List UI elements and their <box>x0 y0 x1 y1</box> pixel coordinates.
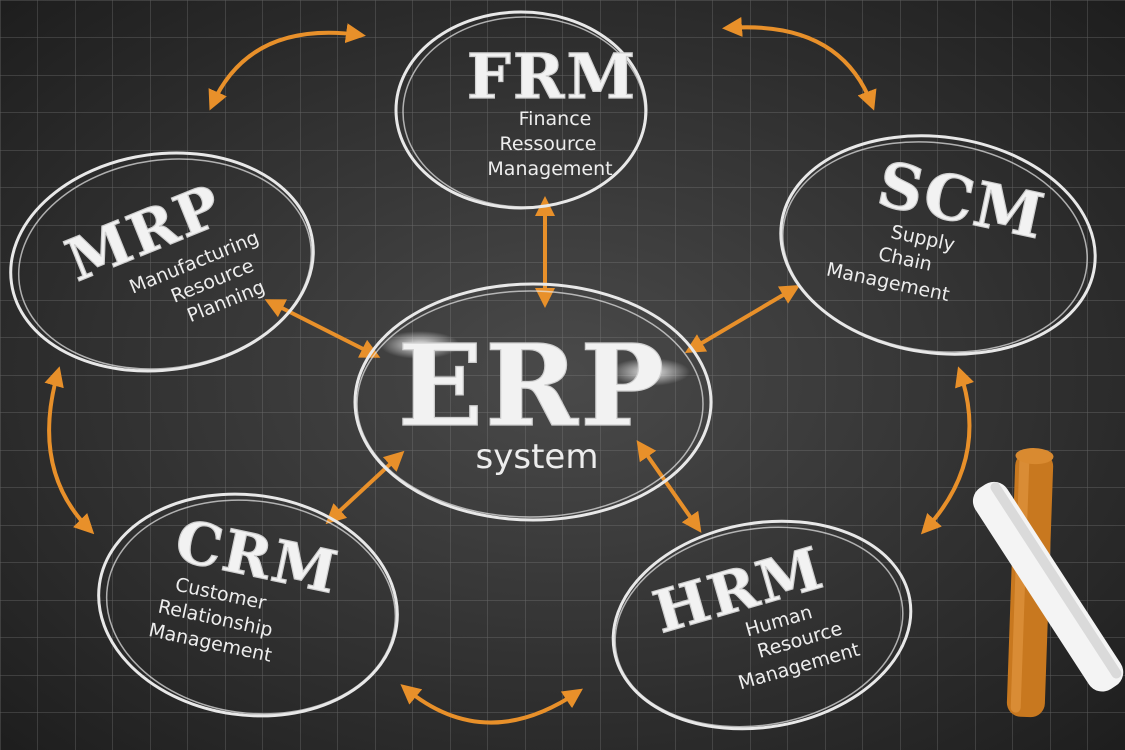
frm-line-1: Finance <box>519 108 592 130</box>
erp-title: ERP <box>398 321 667 452</box>
arrow-mrp-frm <box>208 23 366 111</box>
mrp-ellipse <box>9 151 315 373</box>
crm-ellipse <box>97 492 399 718</box>
arrow-erp-crm <box>325 450 405 525</box>
scm-ellipse <box>779 134 1097 356</box>
erp-center: ERP system <box>397 320 667 477</box>
white-chalk-stick <box>972 481 1124 692</box>
arrow-mrp-crm <box>44 366 95 535</box>
arrow-scm-erp <box>684 284 801 354</box>
arrow-mrp-erp <box>264 299 381 358</box>
arrow-erp-hrm <box>636 440 702 533</box>
module-ellipses <box>9 10 1097 731</box>
crm-module: CRM Customer Relationship Management <box>147 506 346 667</box>
frm-title: FRM <box>467 40 637 113</box>
erp-ellipse <box>353 282 713 522</box>
arrow-scm-hrm <box>920 366 974 535</box>
frm-line-2: Ressource <box>499 133 596 155</box>
glow-effect-right <box>610 358 690 386</box>
chalk-sticks <box>972 448 1124 718</box>
arrow-frm-scm <box>722 17 877 111</box>
hrm-ellipse <box>611 519 913 731</box>
connection-arrows <box>44 17 974 725</box>
frm-module: FRM Finance Ressource Management <box>466 39 637 180</box>
arrow-crm-hrm <box>400 684 583 725</box>
glow-effect-left <box>380 331 460 359</box>
frm-ellipse <box>394 10 648 210</box>
frm-line-3: Management <box>487 158 612 180</box>
erp-subtitle: system <box>476 437 599 477</box>
